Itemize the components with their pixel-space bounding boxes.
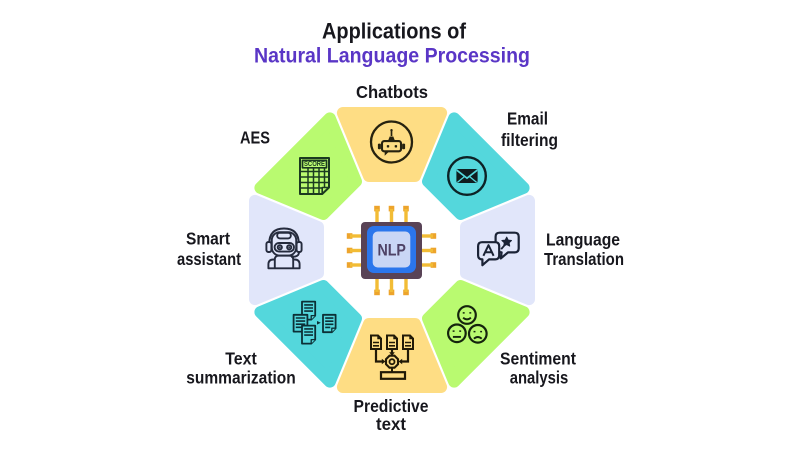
svg-text:NLP: NLP xyxy=(377,241,406,260)
svg-text:summarization: summarization xyxy=(186,368,296,388)
svg-text:Predictive: Predictive xyxy=(354,396,429,416)
svg-text:Sentiment: Sentiment xyxy=(500,349,576,369)
svg-text:Chatbots: Chatbots xyxy=(356,82,428,102)
svg-text:Applications of: Applications of xyxy=(322,19,467,44)
svg-text:text: text xyxy=(376,414,406,434)
svg-text:filtering: filtering xyxy=(501,130,558,150)
svg-text:analysis: analysis xyxy=(510,368,569,388)
svg-text:AES: AES xyxy=(240,128,270,148)
svg-text:Smart: Smart xyxy=(186,229,230,249)
svg-text:Email: Email xyxy=(507,109,548,129)
svg-text:assistant: assistant xyxy=(177,249,241,269)
svg-text:Natural Language Processing: Natural Language Processing xyxy=(254,45,530,68)
svg-text:Language: Language xyxy=(546,230,620,250)
svg-text:SCORE: SCORE xyxy=(304,161,325,168)
svg-text:Translation: Translation xyxy=(544,249,624,269)
svg-text:Text: Text xyxy=(225,349,257,369)
